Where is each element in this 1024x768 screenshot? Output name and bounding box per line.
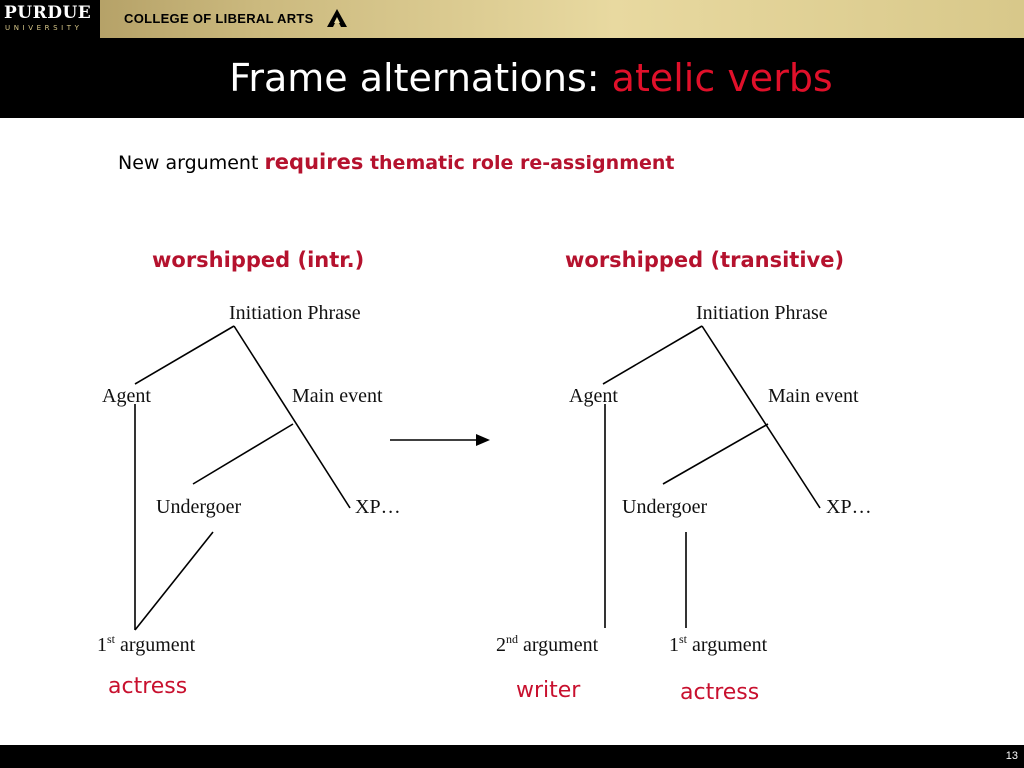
right-node-first-argument: 1st argument	[669, 632, 768, 657]
subtitle-line: New argument requires thematic role re-a…	[118, 150, 674, 174]
title-band	[0, 38, 1024, 118]
purdue-logo: PURDUE UNIVERSITY	[0, 0, 100, 38]
liberal-arts-a-icon	[327, 9, 347, 27]
right-node-initiation-phrase: Initiation Phrase	[696, 302, 828, 324]
logo-subtitle: UNIVERSITY	[5, 24, 83, 32]
footer-bar	[0, 745, 1024, 768]
right-node-undergoer: Undergoer	[622, 496, 708, 518]
right-node-agent: Agent	[569, 385, 618, 407]
right-node-main-event: Main event	[768, 385, 859, 407]
subtitle-rest: thematic role re-assignment	[363, 152, 675, 174]
arg-ordinal: nd	[506, 632, 518, 646]
subtitle-plain: New argument	[118, 152, 265, 174]
slide-title: Frame alternations: atelic verbs	[0, 56, 1024, 100]
right-filler-writer: writer	[516, 678, 581, 703]
right-heading: worshipped (transitive)	[565, 248, 845, 272]
logo-name: PURDUE	[4, 3, 92, 23]
arg-number: 1	[669, 634, 679, 656]
college-name: COLLEGE OF LIBERAL ARTS	[124, 11, 314, 26]
arrow-head	[476, 434, 490, 446]
arg-word: argument	[518, 634, 599, 656]
arg-ordinal: st	[107, 632, 116, 646]
left-node-initiation-phrase: Initiation Phrase	[229, 302, 361, 324]
left-node-agent: Agent	[102, 385, 151, 407]
right-filler-actress: actress	[680, 680, 760, 705]
title-accent: atelic verbs	[611, 56, 833, 100]
left-node-xp: XP…	[355, 496, 401, 518]
left-node-first-argument: 1st argument	[97, 632, 196, 657]
arg-word: argument	[115, 634, 196, 656]
left-node-undergoer: Undergoer	[156, 496, 242, 518]
top-banner: PURDUE UNIVERSITY COLLEGE OF LIBERAL ART…	[0, 0, 1024, 38]
left-heading: worshipped (intr.)	[152, 248, 365, 272]
right-node-xp: XP…	[826, 496, 872, 518]
arg-number: 1	[97, 634, 107, 656]
left-filler-actress: actress	[108, 674, 188, 699]
page-number: 13	[1005, 750, 1018, 762]
left-node-main-event: Main event	[292, 385, 383, 407]
arg-number: 2	[496, 634, 506, 656]
title-main: Frame alternations:	[229, 56, 612, 100]
right-node-second-argument: 2nd argument	[496, 632, 599, 657]
arg-word: argument	[687, 634, 768, 656]
arg-ordinal: st	[679, 632, 688, 646]
subtitle-requires: requires	[264, 150, 364, 174]
